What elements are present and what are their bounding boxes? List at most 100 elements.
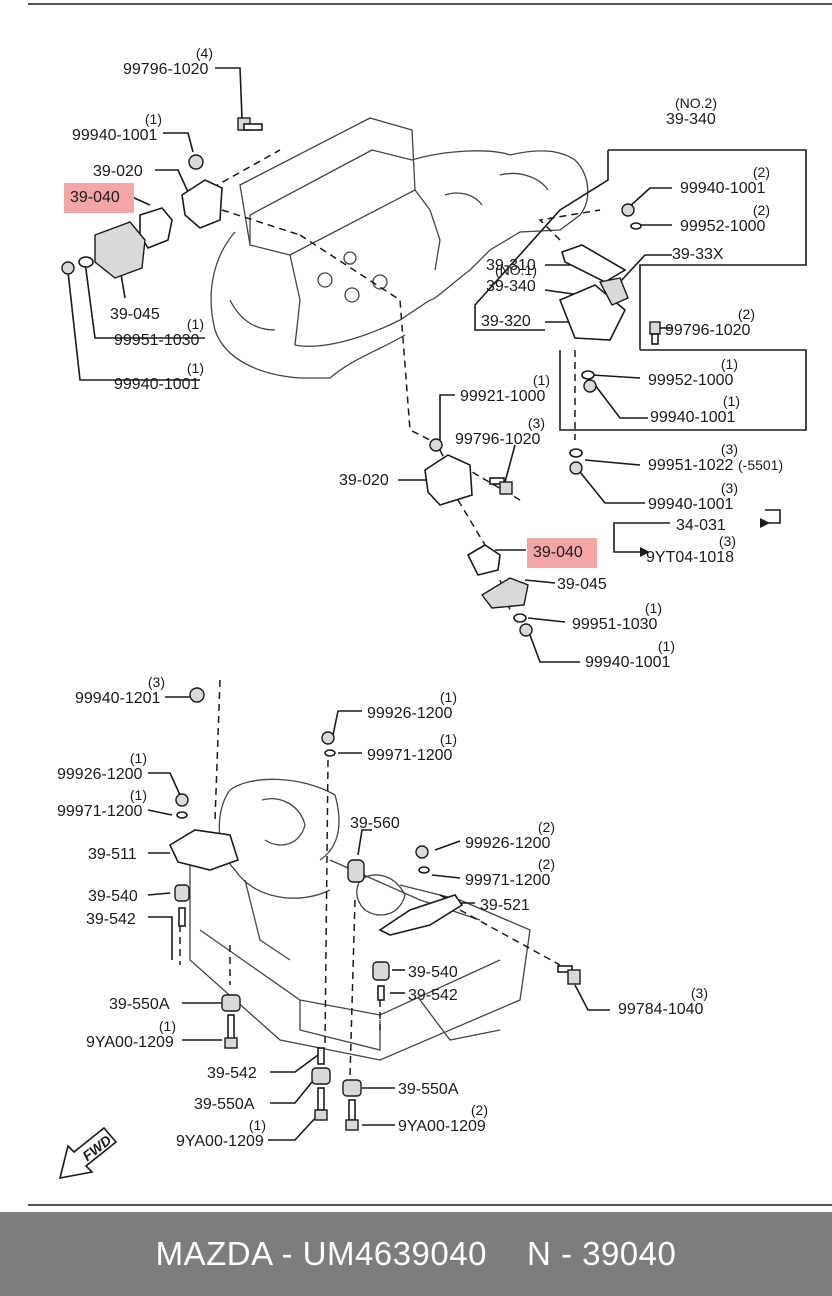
washer-icon xyxy=(78,256,94,268)
part-number: 39-540 xyxy=(408,964,458,981)
quantity: (2) xyxy=(738,306,755,322)
part-label: 39-560 xyxy=(350,815,400,832)
part-number: 39-340 xyxy=(666,111,716,128)
part-number: 99940-1001 xyxy=(680,180,766,197)
nut-icon xyxy=(321,731,335,745)
part-number: 39-020 xyxy=(339,472,389,489)
part-number: 99940-1001 xyxy=(114,376,200,393)
assembly-lines xyxy=(179,149,601,1076)
part-label: 39-511 xyxy=(88,846,137,863)
washer-icon xyxy=(513,613,527,623)
part-number: 39-040 xyxy=(533,544,583,561)
fwd-label: FWD xyxy=(79,1132,114,1164)
part-label: 99926-1200(1) xyxy=(57,750,147,783)
part-number: 9YA00-1209 xyxy=(398,1118,486,1135)
part-number: 99940-1001 xyxy=(585,654,671,671)
part-number: 39-542 xyxy=(207,1065,257,1082)
bracket-39-310-icon xyxy=(558,244,629,341)
part-label: 39-542 xyxy=(207,1065,257,1082)
mount-cover-39-045-icon xyxy=(480,577,529,609)
part-number: 99971-1200 xyxy=(367,747,453,764)
part-label: 99951-1030(1) xyxy=(114,316,204,349)
part-number: 99796-1020 xyxy=(123,61,209,78)
pin-39-542-icon xyxy=(317,1047,325,1065)
part-number: 99971-1200 xyxy=(465,872,551,889)
part-label: 99971-1200(1) xyxy=(367,731,457,764)
reference-number: N - 39040 xyxy=(526,1235,677,1272)
washer-icon xyxy=(324,749,336,757)
quantity: (NO.2) xyxy=(675,95,717,111)
engine-block-illustration xyxy=(210,117,589,379)
part-label: 9YA00-1209(2) xyxy=(398,1102,488,1135)
washer-icon xyxy=(581,370,595,380)
part-label: 39-550A xyxy=(194,1096,255,1113)
part-label: 9YA00-1209(1) xyxy=(176,1117,266,1150)
washer-icon xyxy=(569,448,583,458)
quantity: (2) xyxy=(538,856,555,872)
highlight-box xyxy=(64,183,134,213)
nut-icon xyxy=(415,845,429,859)
part-label: 99796-1020(4) xyxy=(123,45,213,78)
part-label: 99971-1200(2) xyxy=(465,856,555,889)
bracket-39-020-icon xyxy=(181,179,223,229)
part-number: 39-542 xyxy=(408,987,458,1004)
rubber-mount-39-540-icon xyxy=(372,961,390,981)
part-number: 39-320 xyxy=(481,313,531,330)
part-number: 39-020 xyxy=(93,163,143,180)
part-label: 99796-1020(2) xyxy=(665,306,755,339)
part-label: 39-045 xyxy=(110,306,160,323)
part-number: 39-33X xyxy=(672,246,724,263)
part-label: 39-320 xyxy=(481,313,531,330)
bolt-icon xyxy=(649,321,661,345)
bolt-icon xyxy=(557,965,581,985)
nut-icon xyxy=(519,623,533,637)
part-label: 39-33X xyxy=(672,246,724,263)
part-label: 99940-1001(1) xyxy=(72,111,162,144)
part-number: 39-560 xyxy=(350,815,400,832)
part-label: 39-540 xyxy=(408,964,458,981)
part-number: 9YA00-1209 xyxy=(86,1034,174,1051)
part-number: 99951-1030 xyxy=(114,332,200,349)
bolt-icon xyxy=(224,1014,238,1049)
quantity: (1) xyxy=(130,750,147,766)
transmission-illustration xyxy=(189,778,531,1061)
part-number: 9YA00-1209 xyxy=(176,1133,264,1150)
part-label: 99926-1200(2) xyxy=(465,819,555,852)
part-number: 39-511 xyxy=(88,846,137,863)
quantity: (NO.1) xyxy=(495,262,537,278)
part-number: 99940-1001 xyxy=(648,496,734,513)
part-number: 99796-1020 xyxy=(455,431,541,448)
part-number: 39-521 xyxy=(480,897,530,914)
quantity: (1) xyxy=(130,787,147,803)
highlight-box xyxy=(527,538,597,568)
quantity: (1) xyxy=(187,316,204,332)
part-label: 39-020 xyxy=(93,163,143,180)
pin-39-542-icon xyxy=(178,907,186,927)
pin-39-542-icon xyxy=(377,985,385,1001)
part-number: 39-040 xyxy=(70,189,120,206)
quantity: (1) xyxy=(440,731,457,747)
rubber-mount-39-540-icon xyxy=(174,884,190,902)
part-label: 39-340(NO.1) xyxy=(486,262,537,295)
rubber-mount-39-550A-icon xyxy=(342,1079,362,1097)
part-label: 99926-1200(1) xyxy=(367,689,457,722)
part-number: 39-045 xyxy=(557,576,607,593)
nut-icon xyxy=(429,438,443,452)
part-label: 9YT04-1018(3) xyxy=(646,533,736,566)
quantity: (1) xyxy=(159,1018,176,1034)
part-label: 99940-1001(3) xyxy=(648,480,738,513)
part-label: 99952-1000(2) xyxy=(680,202,770,235)
part-number: 99952-1000 xyxy=(648,372,734,389)
part-label: 39-310 xyxy=(486,257,536,274)
leader-lines xyxy=(67,67,807,1141)
part-number: 99940-1001 xyxy=(72,127,158,144)
part-label: 39-040 xyxy=(527,538,597,568)
part-info-footer: MAZDA - UM4639040 N - 39040 xyxy=(0,1212,832,1296)
nut-icon xyxy=(175,793,189,807)
bolt-icon xyxy=(314,1087,328,1121)
part-number: 99940-1001 xyxy=(650,409,736,426)
part-label: 99951-1022(3)(-5501) xyxy=(648,441,783,474)
part-number: 99926-1200 xyxy=(465,835,551,852)
quantity: (3) xyxy=(719,533,736,549)
part-label: 39-040 xyxy=(64,183,134,213)
